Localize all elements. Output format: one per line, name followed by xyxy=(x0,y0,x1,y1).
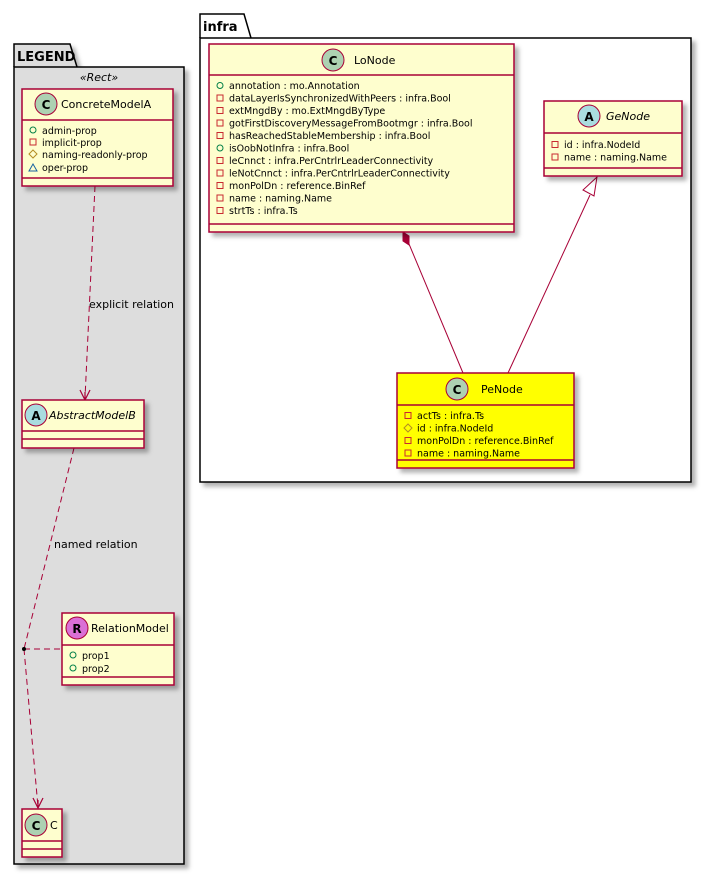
svg-text:C: C xyxy=(32,819,41,833)
attribute-list: annotation : mo.Annotation dataLayerIsSyn… xyxy=(216,81,473,217)
class-lonode[interactable]: C LoNode annotation : mo.Annotation dataL… xyxy=(208,43,515,233)
attribute-list: actTs : infra.Ts id : infra.NodeIdmonPolD… xyxy=(403,411,554,460)
attribute: annotation : mo.Annotation xyxy=(229,81,360,92)
infra-package-title: infra xyxy=(203,20,238,35)
class-name: LoNode xyxy=(354,54,396,67)
private-visibility-icon xyxy=(216,157,224,164)
class-name: GeNode xyxy=(606,110,650,123)
class-name: PeNode xyxy=(481,383,523,396)
attribute: name : naming.Name xyxy=(417,449,520,460)
private-visibility-icon xyxy=(551,153,559,161)
svg-text:implicit-prop: implicit-prop xyxy=(42,138,102,149)
attribute: id : infra.NodeId xyxy=(564,140,640,151)
private-visibility-icon xyxy=(216,194,224,202)
class-concretemodela[interactable]: C ConcreteModelA admin-prop implicit-pro… xyxy=(21,88,174,187)
generalization-arrowhead xyxy=(582,175,598,197)
private-visibility-icon xyxy=(551,141,559,148)
class-relationmodel[interactable]: R RelationModel prop1 prop2 xyxy=(61,612,175,686)
package-visibility-icon xyxy=(28,162,38,172)
legend-package: LEGEND «Rect» xyxy=(13,43,185,865)
private-visibility-icon xyxy=(404,437,412,444)
svg-text:C: C xyxy=(42,98,51,112)
legend-package-title: LEGEND xyxy=(17,50,76,65)
class-name: C xyxy=(50,819,58,832)
attribute: isOobNotInfra : infra.Bool xyxy=(229,144,349,155)
svg-text:C: C xyxy=(329,54,338,68)
class-badge-icon xyxy=(321,48,345,72)
attribute: leNotCnnct : infra.PerCntrlrLeaderConnec… xyxy=(229,169,450,180)
class-badge-icon xyxy=(445,377,469,401)
class-genode[interactable]: A GeNode id : infra.NodeId name : naming.… xyxy=(543,100,683,177)
svg-text:prop2: prop2 xyxy=(82,664,110,675)
private-visibility-icon xyxy=(216,107,224,114)
class-name: AbstractModelB xyxy=(48,409,136,422)
svg-text:oper-prop: oper-prop xyxy=(42,163,88,174)
composition-relation xyxy=(402,231,464,374)
explicit-relation: explicit relation xyxy=(79,185,174,402)
private-visibility-icon xyxy=(216,169,224,177)
attribute: gotFirstDiscoveryMessageFromBootmgr : in… xyxy=(229,119,473,130)
private-visibility-icon xyxy=(216,132,224,139)
svg-text:A: A xyxy=(31,409,41,423)
public-visibility-icon xyxy=(216,82,224,89)
legend-stereotype: «Rect» xyxy=(80,71,119,84)
class-badge-icon xyxy=(24,813,48,837)
attribute-list: id : infra.NodeId name : naming.Name xyxy=(551,140,667,164)
composition-diamond xyxy=(402,231,410,246)
class-badge-icon xyxy=(34,92,58,116)
inheritance-relation xyxy=(507,175,598,374)
private-visibility-icon xyxy=(29,138,37,146)
svg-text:R: R xyxy=(72,622,81,636)
class-abstractmodelb[interactable]: A AbstractModelB xyxy=(21,399,145,449)
class-c[interactable]: C C xyxy=(21,808,63,858)
relation-badge-icon xyxy=(65,616,89,640)
attribute: name : naming.Name xyxy=(229,194,332,205)
attribute: monPolDn : reference.BinRef xyxy=(417,436,554,447)
public-visibility-icon xyxy=(69,651,77,659)
abstract-badge-icon xyxy=(577,104,601,128)
public-visibility-icon xyxy=(216,144,224,152)
protected-visibility-icon xyxy=(28,149,38,159)
public-visibility-icon xyxy=(29,126,37,134)
attribute-list: admin-prop implicit-prop naming-readonly… xyxy=(28,126,148,174)
abstract-badge-icon xyxy=(24,403,48,427)
private-visibility-icon xyxy=(404,412,412,419)
svg-text:prop1: prop1 xyxy=(82,651,110,662)
svg-text:C: C xyxy=(453,383,462,397)
association-point xyxy=(22,647,26,651)
private-visibility-icon xyxy=(216,94,224,102)
attribute: id : infra.NodeId xyxy=(417,424,493,435)
named-relation-label: named relation xyxy=(54,538,138,551)
attribute: leCnnct : infra.PerCntrlrLeaderConnectiv… xyxy=(229,156,434,167)
attribute: name : naming.Name xyxy=(564,153,667,164)
svg-text:A: A xyxy=(584,110,594,124)
explicit-relation-label: explicit relation xyxy=(89,298,174,311)
attribute: dataLayerIsSynchronizedWithPeers : infra… xyxy=(229,94,451,105)
private-visibility-icon xyxy=(216,207,224,214)
class-name: RelationModel xyxy=(91,622,169,635)
attribute-list: prop1 prop2 xyxy=(69,651,110,675)
named-relation: named relation xyxy=(22,447,138,810)
svg-text:admin-prop: admin-prop xyxy=(42,126,97,137)
svg-text:naming-readonly-prop: naming-readonly-prop xyxy=(42,150,148,161)
public-visibility-icon xyxy=(69,664,77,672)
private-visibility-icon xyxy=(216,182,224,189)
attribute: hasReachedStableMembership : infra.Bool xyxy=(229,131,430,142)
attribute: actTs : infra.Ts xyxy=(417,411,484,422)
class-penode[interactable]: C PeNode actTs : infra.Ts id : infra.Node… xyxy=(396,372,575,469)
attribute: extMngdBy : mo.ExtMngdByType xyxy=(229,106,385,117)
private-visibility-icon xyxy=(404,449,412,457)
attribute: monPolDn : reference.BinRef xyxy=(229,181,366,192)
protected-visibility-icon xyxy=(403,423,413,433)
class-name: ConcreteModelA xyxy=(61,98,152,111)
private-visibility-icon xyxy=(216,119,224,127)
attribute: strtTs : infra.Ts xyxy=(229,206,298,217)
